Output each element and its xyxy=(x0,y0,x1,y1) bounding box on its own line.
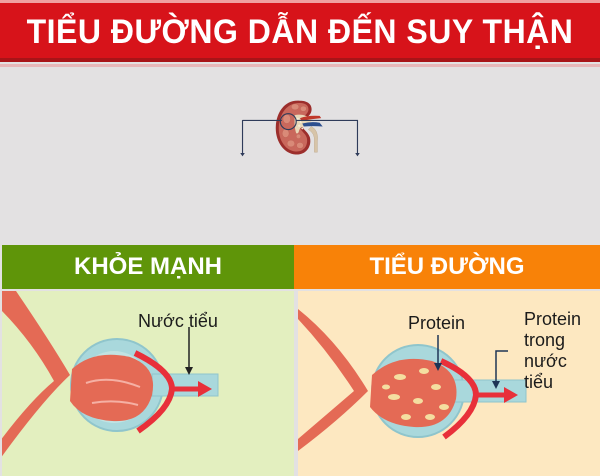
ureter-icon xyxy=(308,126,318,153)
diabetes-heading: TIỂU ĐƯỜNG xyxy=(294,245,600,289)
arrow-down-right-icon xyxy=(355,152,360,157)
vein-icon xyxy=(302,122,323,127)
page-title: TIỂU ĐƯỜNG DẪN ĐẾN SUY THẬN xyxy=(26,11,574,51)
protein-in-urine-label-3: nước xyxy=(524,351,567,371)
urine-flow-arrow-icon xyxy=(504,387,518,403)
healthy-heading: KHỎE MẠNH xyxy=(2,245,294,289)
magnify-circle xyxy=(279,113,297,131)
banner-stripe xyxy=(0,64,600,67)
arrow-down-left-icon xyxy=(240,152,245,157)
diabetes-glomerulus-icon xyxy=(298,309,527,451)
protein-in-urine-label-2: trong xyxy=(524,330,566,350)
connector-right xyxy=(296,119,359,153)
kidney-diagram xyxy=(240,100,360,157)
urine-label: Nước tiểu xyxy=(138,311,218,331)
panel-healthy: KHỎE MẠNH Nước tiểu xyxy=(2,245,294,476)
title-banner: TIỂU ĐƯỜNG DẪN ĐẾN SUY THẬN xyxy=(0,0,600,67)
urine-flow-arrow-icon xyxy=(198,381,212,397)
healthy-body: Nước tiểu xyxy=(2,291,294,476)
healthy-glomerulus-icon xyxy=(2,291,219,457)
panel-diabetes: TIỂU ĐƯỜNG Protein Protein trong nước ti… xyxy=(294,245,600,476)
protein-in-urine-label-4: tiểu xyxy=(524,372,554,392)
protein-label: Protein xyxy=(408,313,466,333)
diabetes-body: Protein Protein trong nước tiểu xyxy=(298,291,600,476)
artery-icon xyxy=(300,115,322,122)
protein-in-urine-label-1: Protein xyxy=(524,309,582,329)
